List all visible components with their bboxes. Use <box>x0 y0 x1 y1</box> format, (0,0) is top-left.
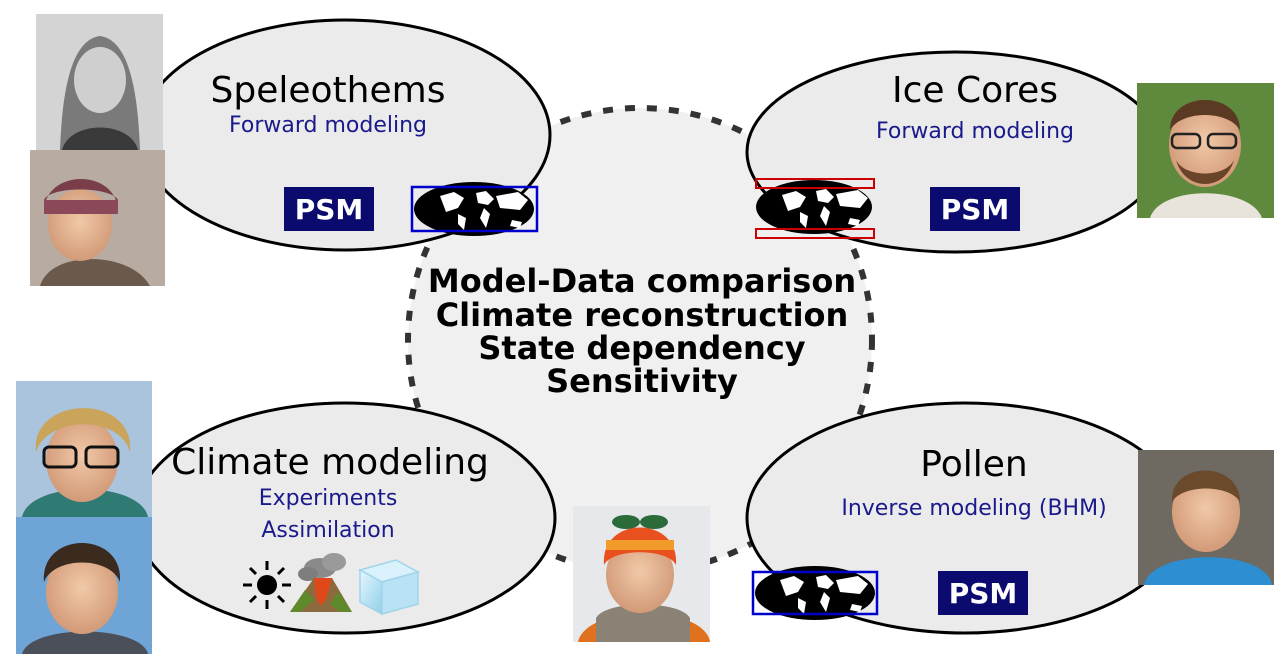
center-line-3: State dependency <box>478 329 805 367</box>
portrait-photo-climate-top <box>16 381 152 517</box>
climate-modeling-title: Climate modeling <box>171 442 489 483</box>
portrait-photo-ice-cores <box>1137 83 1274 218</box>
portrait-photo-speleothems-top <box>36 14 163 150</box>
center-line-2: Climate reconstruction <box>436 296 849 334</box>
ice-cores-region-box-south <box>755 228 875 239</box>
ice-cube-icon <box>358 559 420 616</box>
portrait-photo-center-bottom <box>573 506 710 642</box>
center-line-4: Sensitivity <box>546 362 738 400</box>
speleothems-subtitle: Forward modeling <box>229 113 427 138</box>
portrait-photo-speleothems-bottom <box>30 150 165 286</box>
speleothems-psm-label: PSM <box>295 193 364 226</box>
pollen-region-box <box>751 570 879 616</box>
volcano-icon <box>290 553 352 612</box>
ice-cores-psm-badge <box>930 187 1020 231</box>
ice-cores-subtitle: Forward modeling <box>876 119 1074 144</box>
pollen-title: Pollen <box>920 444 1027 485</box>
ice-cores-world-map <box>755 178 875 239</box>
speleothems-title: Speleothems <box>211 70 446 111</box>
pollen-psm-badge <box>938 571 1028 615</box>
climate-modeling-line-2: Assimilation <box>261 518 394 543</box>
ice-cores-region-box-north <box>755 178 875 189</box>
pollen-psm-label: PSM <box>949 577 1018 610</box>
pollen-subtitle: Inverse modeling (BHM) <box>841 496 1106 521</box>
speleothems-region-box <box>410 185 539 233</box>
speleothems-world-map <box>410 182 539 236</box>
sun-icon <box>243 561 291 609</box>
pollen-world-map <box>751 566 879 620</box>
ice-cores-psm-label: PSM <box>941 193 1010 226</box>
speleothems-psm-badge <box>284 187 374 231</box>
center-line-1: Model-Data comparison <box>428 262 856 300</box>
climate-modeling-line-1: Experiments <box>259 486 398 511</box>
ice-cores-title: Ice Cores <box>892 70 1058 111</box>
portrait-photo-pollen <box>1138 450 1274 585</box>
portrait-photo-climate-bottom <box>16 517 152 654</box>
